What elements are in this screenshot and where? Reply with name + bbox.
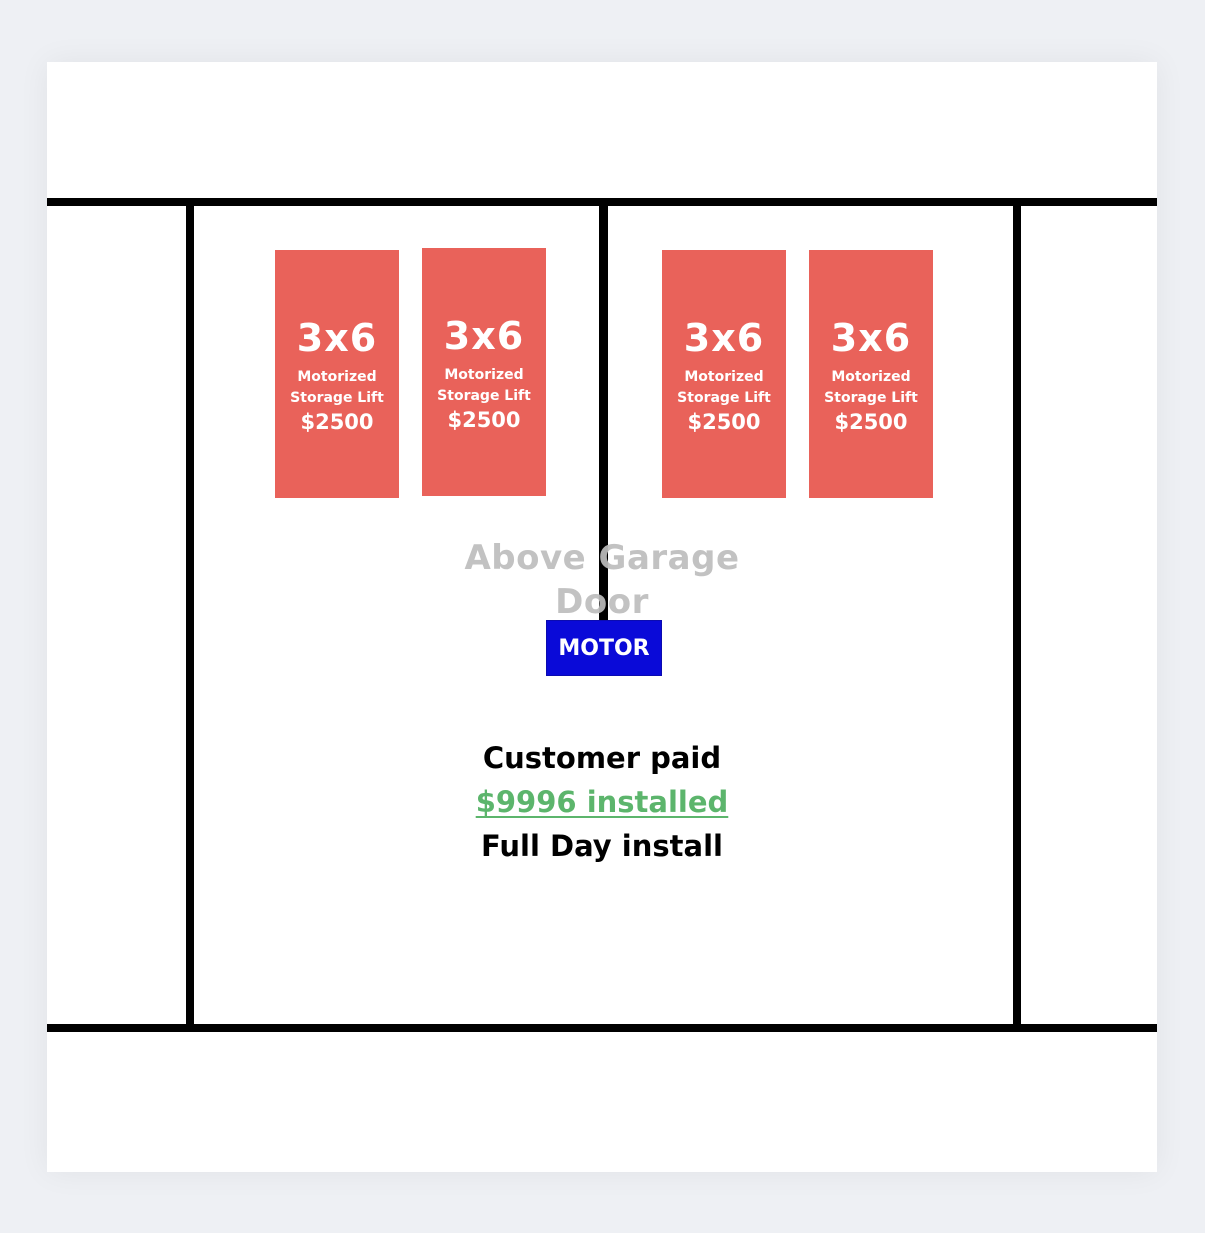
lift-name-label: Motorized Storage Lift <box>677 369 771 406</box>
lift-price-label: $2500 <box>300 410 374 434</box>
lift-name-label: Motorized Storage Lift <box>824 369 918 406</box>
right-wall-line <box>1013 198 1021 1032</box>
lift-size-label: 3x6 <box>830 316 912 360</box>
storage-lift-4: 3x6 Motorized Storage Lift $2500 <box>809 250 933 498</box>
lift-name-label: Motorized Storage Lift <box>437 367 531 404</box>
lift-price-label: $2500 <box>834 410 908 434</box>
motor-box: MOTOR <box>546 620 662 676</box>
storage-lift-1: 3x6 Motorized Storage Lift $2500 <box>275 250 399 498</box>
install-summary: Customer paid $9996 installed Full Day i… <box>402 736 802 868</box>
storage-lift-2: 3x6 Motorized Storage Lift $2500 <box>422 248 546 496</box>
customer-paid-text: Customer paid <box>482 741 722 775</box>
above-garage-door-label: Above Garage Door <box>464 538 740 622</box>
garage-layout-diagram: 3x6 Motorized Storage Lift $2500 3x6 Mot… <box>47 62 1157 1172</box>
lift-size-label: 3x6 <box>296 316 378 360</box>
install-duration-text: Full Day install <box>481 829 723 863</box>
center-rail-line <box>599 198 608 622</box>
storage-lift-3: 3x6 Motorized Storage Lift $2500 <box>662 250 786 498</box>
lift-price-label: $2500 <box>687 410 761 434</box>
bottom-wall-line <box>47 1024 1157 1032</box>
left-wall-line <box>186 198 194 1032</box>
lift-size-label: 3x6 <box>443 314 525 358</box>
lift-price-label: $2500 <box>447 408 521 432</box>
installed-price-link[interactable]: $9996 installed <box>475 785 729 819</box>
lift-size-label: 3x6 <box>683 316 765 360</box>
lift-name-label: Motorized Storage Lift <box>290 369 384 406</box>
